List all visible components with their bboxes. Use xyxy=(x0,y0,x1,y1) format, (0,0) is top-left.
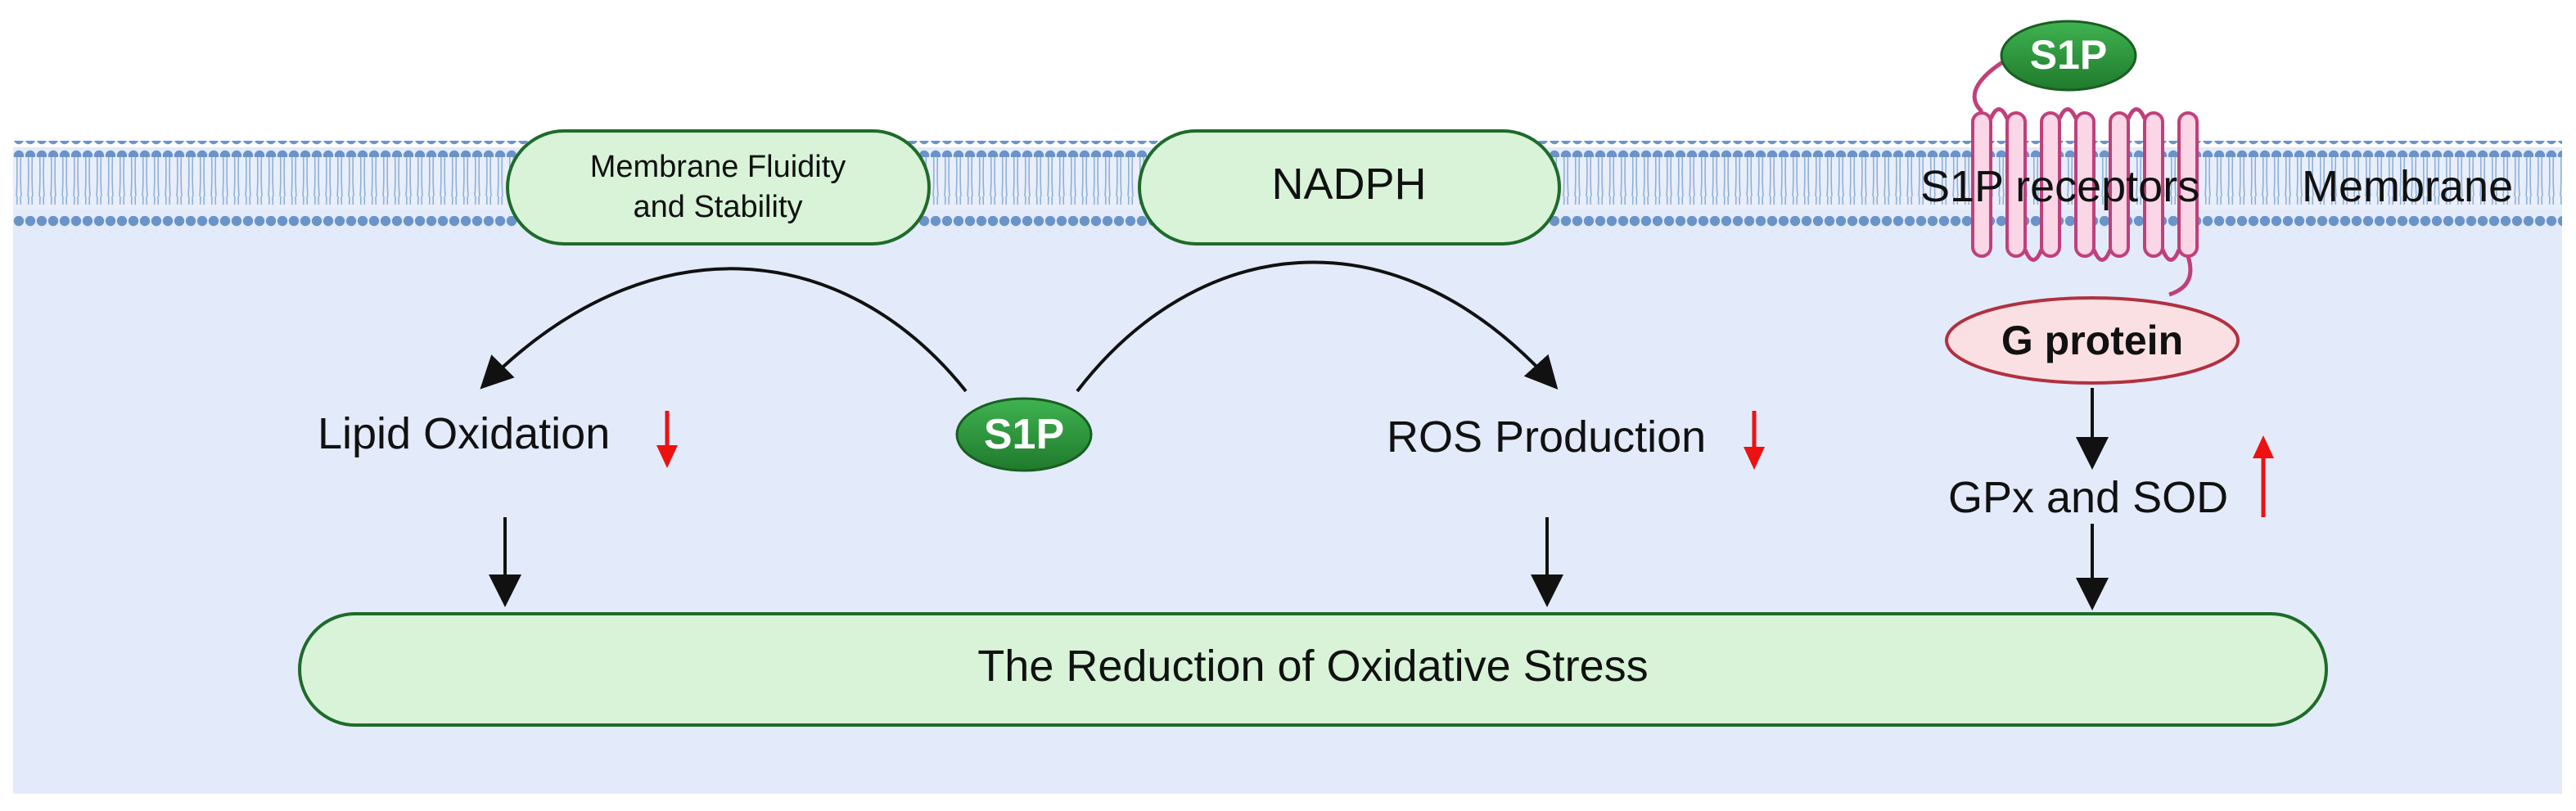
gpx-sod-up-arrow-icon xyxy=(2253,435,2274,517)
arrow-s1p-to-ros-production xyxy=(1076,260,1559,393)
s1p-top-label: S1P xyxy=(2030,32,2108,78)
g-protein-label: G protein xyxy=(2001,318,2183,363)
membrane-fluidity-node: Membrane Fluidity and Stability xyxy=(506,129,931,246)
nadph-node: NADPH xyxy=(1138,129,1561,246)
lipid-oxidation-label: Lipid Oxidation xyxy=(318,409,610,458)
s1p-ligand-top: S1P xyxy=(2000,20,2137,92)
ros-production-label: ROS Production xyxy=(1387,412,1706,462)
gpx-sod-label: GPx and SOD xyxy=(1948,473,2228,522)
reduction-label: The Reduction of Oxidative Stress xyxy=(977,642,1648,691)
arrow-s1p-to-lipid-oxidation xyxy=(480,267,968,393)
s1p-ligand-center: S1P xyxy=(955,397,1093,472)
reduction-oxidative-stress-node: The Reduction of Oxidative Stress xyxy=(298,612,2328,727)
s1p-receptors-label: S1P receptors xyxy=(1920,162,2199,211)
nadph-label: NADPH xyxy=(1271,160,1426,209)
membrane-fluidity-line2: and Stability xyxy=(633,190,802,224)
g-protein-node: G protein xyxy=(1945,296,2240,385)
membrane-fluidity-line1: Membrane Fluidity xyxy=(590,150,846,184)
membrane-label: Membrane xyxy=(2302,162,2513,211)
s1p-center-label: S1P xyxy=(984,411,1064,458)
lipid-oxidation-down-arrow-icon xyxy=(656,411,678,468)
ros-production-down-arrow-icon xyxy=(1744,411,1765,470)
